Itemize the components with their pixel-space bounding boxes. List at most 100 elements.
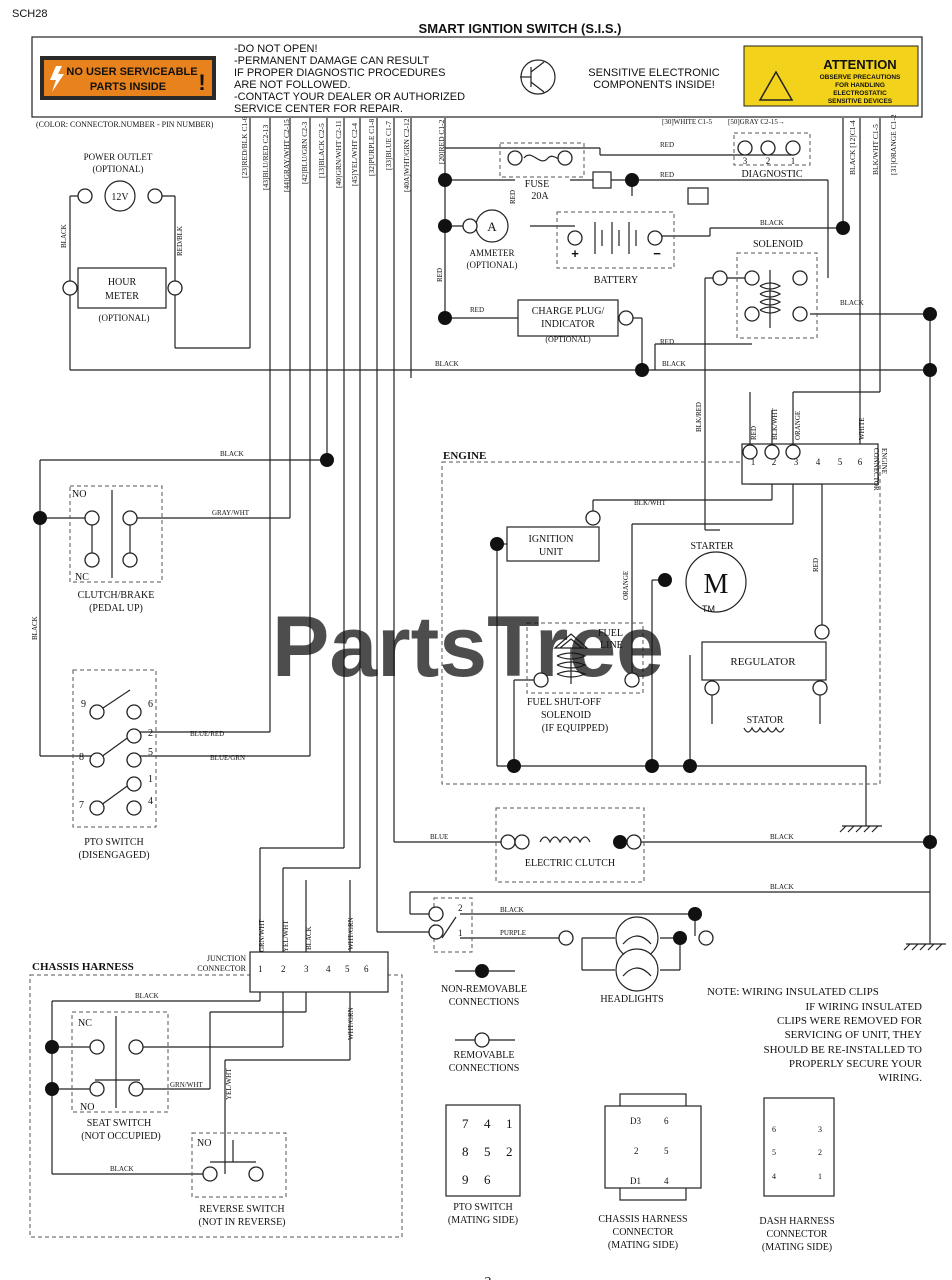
non-removable-connection-dot [645, 759, 659, 773]
non-removable-connection-dot [490, 537, 504, 551]
attention-line: SENSITIVE DEVICES [828, 98, 893, 105]
watermark-tm: TM [702, 604, 715, 614]
component-label: DASH HARNESS [759, 1216, 834, 1227]
note-line: WIRING. [878, 1072, 922, 1084]
component-label: CONNECTOR [872, 448, 880, 491]
pin-label: 4 [326, 964, 331, 974]
ammeter-symbol: A [487, 219, 497, 234]
removable-connection-terminal [89, 752, 105, 768]
pin-label: 6 [364, 964, 369, 974]
wire-color-label: BLUE [430, 833, 448, 841]
removable-connection-terminal [647, 230, 663, 246]
removable-connection-terminal [128, 1081, 144, 1097]
non-removable-connection-dot [688, 907, 702, 921]
regulator [701, 641, 827, 681]
removable-connection-terminal [126, 704, 142, 720]
warning-line: -PERMANENT DAMAGE CAN RESULT [234, 55, 429, 67]
nc-label: NC [75, 572, 89, 583]
removable-connection-terminal [792, 270, 808, 286]
non-removable-connection-dot [33, 511, 47, 525]
removable-connection-terminal [89, 704, 105, 720]
component-label: (OPTIONAL) [545, 335, 591, 344]
removable-connection-terminal [126, 752, 142, 768]
wire-color-label: BLACK [760, 219, 784, 227]
pin-label: 7 [79, 800, 84, 811]
wire-color-label: BLACK [435, 360, 459, 368]
pto-switch-mating-connector: 7 4 1 8 5 2 9 6 PTO SWITCH (MATING SIDE) [445, 1104, 521, 1226]
component-label: ENGINE [880, 448, 888, 474]
non-removable-connection-dot [475, 964, 489, 978]
pin-label: 5 [148, 747, 153, 758]
component-label: CHASSIS HARNESS [32, 961, 134, 973]
pin-label: D3 [630, 1116, 641, 1126]
wire-color-label: RED/BLK [176, 226, 184, 256]
non-removable-connection-dot [438, 173, 452, 187]
non-removable-connection-dot [635, 363, 649, 377]
pin-label: 2 [766, 156, 771, 166]
removable-connection-terminal [760, 140, 776, 156]
sensitive-line-2: COMPONENTS INSIDE! [593, 79, 715, 91]
watermark: PartsTree [272, 599, 664, 695]
removable-connection-terminal [558, 930, 574, 946]
transistor-icon [520, 59, 556, 95]
wire-color-label: BLACK [220, 450, 244, 458]
attention-line: FOR HANDLING [835, 82, 885, 89]
removable-connection-terminal [89, 1039, 105, 1055]
removable-connection-terminal [126, 800, 142, 816]
component-label: PTO SWITCH [453, 1202, 513, 1213]
component-label: ENGINE [443, 450, 486, 462]
wire-color-label: BLACK [662, 360, 686, 368]
wire-color-label: BLK/WHT [634, 499, 667, 507]
attention-title: ATTENTION [823, 57, 896, 72]
note-line: SHOULD BE RE-INSTALLED TO [763, 1044, 922, 1056]
wire-color-label: RED [812, 558, 820, 572]
component-label: CONNECTOR [767, 1229, 828, 1240]
pin-label: 2 [458, 903, 463, 913]
component-label: POWER OUTLET [84, 152, 153, 162]
chassis-harness-mating-connector: D3 6 2 5 D1 4 CHASSIS HARNESS CONNECTOR … [598, 1093, 702, 1251]
wire-label: BLACK [12]C1-4 [848, 120, 857, 175]
removable-connection-terminal [624, 672, 640, 688]
pin-label: 5 [772, 1148, 776, 1157]
note-line: SERVICING OF UNIT, THEY [785, 1029, 922, 1041]
pin-label: 4 [664, 1176, 669, 1186]
pin-label: 9 [462, 1172, 469, 1187]
component-label: ELECTRIC CLUTCH [525, 858, 615, 869]
removable-connection-terminal [704, 680, 720, 696]
removable-connection-terminal [126, 728, 142, 744]
no-label: NO [80, 1102, 94, 1113]
component-label: (OPTIONAL) [93, 164, 144, 174]
non-removable-connection-dot [320, 453, 334, 467]
wire-color-label: BLACK [500, 906, 524, 914]
removable-connection-terminal [533, 672, 549, 688]
component-label: SEAT SWITCH [87, 1118, 152, 1129]
pin-label: 1 [818, 1172, 822, 1181]
warning-line: ARE NOT FOLLOWED. [234, 79, 351, 91]
badge-line-1: NO USER SERVICEABLE [66, 66, 197, 78]
removable-connection-terminal [89, 800, 105, 816]
pin-label: 2 [148, 728, 153, 739]
pin-label: 2 [634, 1146, 639, 1156]
wire-color-label: WHT/GRN [347, 917, 355, 950]
note-line: CLIPS WERE REMOVED FOR [777, 1015, 923, 1027]
wire-label: [23]RED/BLK C1-6 [240, 116, 249, 178]
removable-connection-terminal [84, 552, 100, 568]
component-label: (NOT OCCUPIED) [81, 1131, 161, 1142]
non-removable-connection-dot [923, 363, 937, 377]
pin-label: 7 [462, 1116, 469, 1131]
removable-connection-terminal [814, 624, 830, 640]
nc-label: NC [78, 1018, 92, 1029]
removable-connection-terminal [567, 230, 583, 246]
ignition-unit [506, 526, 600, 562]
wire-label: BLK/WHT C1-5 [871, 124, 880, 175]
removable-connection-terminal [785, 444, 801, 460]
pin-label: 2 [772, 457, 777, 467]
lightning-icon [50, 66, 64, 92]
headlights: HEADLIGHTS [600, 916, 664, 1005]
battery-minus: − [653, 246, 661, 261]
pin-label: 5 [664, 1146, 669, 1156]
solenoid: SOLENOID [736, 239, 818, 339]
wiring-note: NOTE: WIRING INSULATED CLIPS IF WIRING I… [707, 986, 923, 1084]
component-label: (DISENGAGED) [78, 850, 149, 861]
exclamation-icon: ! [198, 70, 205, 95]
